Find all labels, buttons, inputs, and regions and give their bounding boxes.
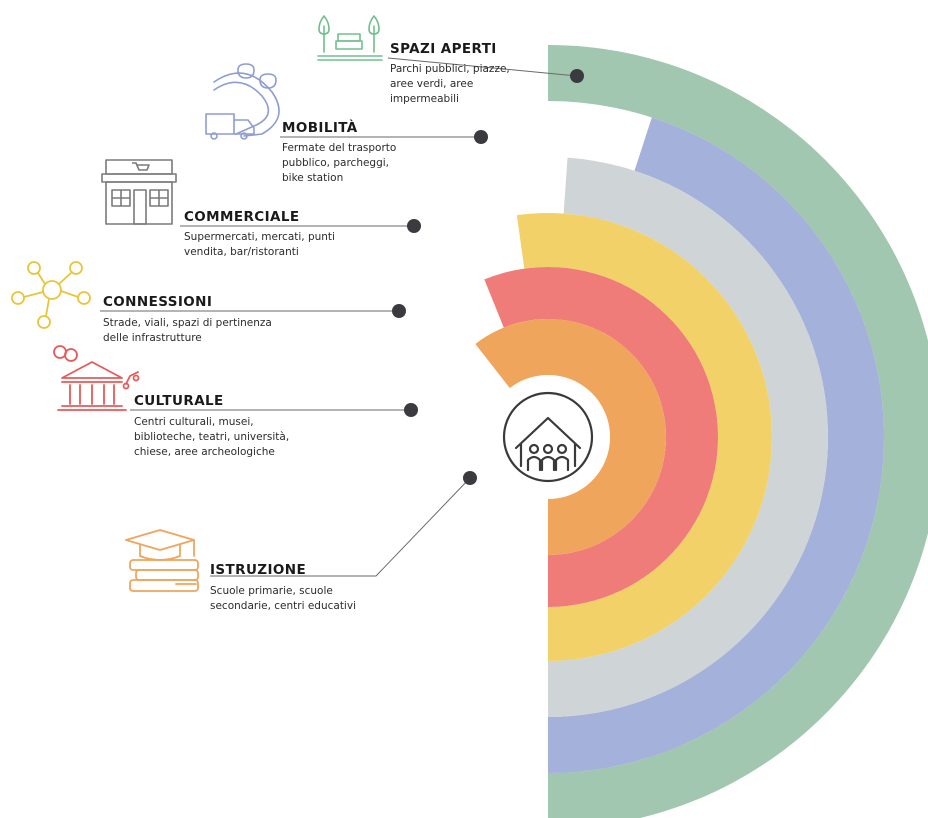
istruzione-title: ISTRUZIONE bbox=[210, 562, 306, 578]
museum-theater-icon bbox=[53, 345, 140, 411]
road-truck-pins-icon bbox=[205, 63, 280, 140]
istruzione-desc-line-2: secondarie, centri educativi bbox=[210, 600, 356, 612]
connessioni-title: CONNESSIONI bbox=[103, 294, 212, 310]
label-istruzione: ISTRUZIONE Scuole primarie, scuole secon… bbox=[210, 562, 356, 612]
marker-spazi-aperti bbox=[570, 69, 584, 83]
marker-mobilita bbox=[474, 130, 488, 144]
ring-istruzione bbox=[475, 318, 666, 555]
community-house-icon bbox=[502, 391, 594, 483]
graduation-books-icon bbox=[125, 529, 199, 592]
label-culturale: CULTURALE Centri culturali, musei, bibli… bbox=[134, 393, 289, 458]
ring-commerciale bbox=[548, 157, 829, 717]
ring-culturale bbox=[484, 267, 718, 607]
label-spazi-aperti: SPAZI APERTI Parchi pubblici, piazze, ar… bbox=[390, 41, 510, 105]
mobilita-desc-line-1: Fermate del trasporto bbox=[282, 142, 396, 154]
label-connessioni: CONNESSIONI Strade, viali, spazi di pert… bbox=[103, 294, 272, 344]
spazi-aperti-desc-line-2: aree verdi, aree bbox=[390, 78, 473, 90]
ring-connessioni bbox=[516, 212, 772, 661]
marker-istruzione bbox=[463, 471, 477, 485]
culturale-desc-line-2: biblioteche, teatri, università, bbox=[134, 431, 289, 443]
istruzione-desc-line-1: Scuole primarie, scuole bbox=[210, 585, 333, 597]
rings bbox=[475, 45, 928, 818]
spazi-aperti-desc-line-3: impermeabili bbox=[390, 93, 459, 105]
marker-culturale bbox=[404, 403, 418, 417]
culturale-desc-line-1: Centri culturali, musei, bbox=[134, 416, 254, 428]
marker-connessioni bbox=[392, 304, 406, 318]
connessioni-desc-line-2: delle infrastrutture bbox=[103, 332, 202, 344]
ring-markers bbox=[392, 69, 584, 485]
spazi-aperti-title: SPAZI APERTI bbox=[390, 41, 497, 57]
mobilita-desc-line-3: bike station bbox=[282, 172, 343, 184]
commerciale-desc-line-2: vendita, bar/ristoranti bbox=[184, 246, 299, 258]
label-commerciale: COMMERCIALE Supermercati, mercati, punti… bbox=[184, 209, 335, 258]
label-mobilita: MOBILITÀ Fermate del trasporto pubblico,… bbox=[282, 119, 396, 184]
culturale-desc-line-3: chiese, aree archeologiche bbox=[134, 446, 275, 458]
center-hub bbox=[486, 375, 610, 499]
shop-icon bbox=[101, 159, 177, 225]
commerciale-desc-line-1: Supermercati, mercati, punti bbox=[184, 231, 335, 243]
ring-spazi-aperti bbox=[548, 45, 928, 818]
park-bench-trees-icon bbox=[317, 15, 383, 61]
spazi-aperti-desc-line-1: Parchi pubblici, piazze, bbox=[390, 63, 510, 75]
leader-lines bbox=[100, 57, 578, 577]
mobilita-desc-line-2: pubblico, parcheggi, bbox=[282, 157, 389, 169]
ring-mobilita bbox=[548, 117, 885, 773]
leader-istruzione bbox=[210, 477, 471, 577]
leader-spazi-aperti bbox=[387, 57, 578, 77]
network-nodes-icon bbox=[11, 261, 91, 329]
mobilita-title: MOBILITÀ bbox=[282, 119, 358, 136]
culturale-title: CULTURALE bbox=[134, 393, 224, 409]
marker-commerciale bbox=[407, 219, 421, 233]
connessioni-desc-line-1: Strade, viali, spazi di pertinenza bbox=[103, 317, 272, 329]
commerciale-title: COMMERCIALE bbox=[184, 209, 299, 225]
